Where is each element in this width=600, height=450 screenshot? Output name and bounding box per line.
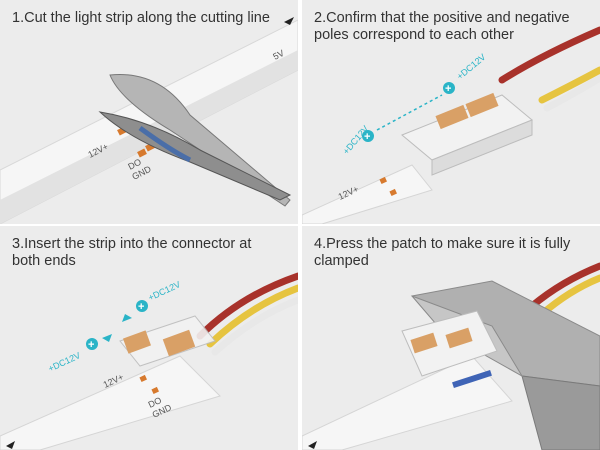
fv-label: 5V	[271, 48, 285, 62]
step-4-illustration	[302, 262, 600, 450]
direction-arrow-icon	[6, 441, 15, 449]
svg-text:+: +	[138, 301, 144, 313]
yellow-wire	[206, 284, 298, 348]
svg-text:+: +	[88, 339, 94, 351]
step-1-panel: 1.Cut the light strip along the cutting …	[0, 0, 298, 224]
step-1-illustration: 12V+ DO GND 5V	[0, 17, 298, 224]
plus-icon	[443, 82, 455, 94]
dc-label: +DC12V	[47, 350, 82, 374]
plus-icon	[136, 300, 148, 312]
step-3-panel: 3.Insert the strip into the connector at…	[0, 226, 298, 450]
panel-divider	[0, 224, 600, 226]
step-1-caption: 1.Cut the light strip along the cutting …	[12, 10, 270, 26]
svg-text:+: +	[364, 131, 370, 143]
led-strip	[302, 355, 513, 450]
plus-icon	[362, 130, 374, 142]
step-2-panel: 2.Confirm that the positive and negative…	[302, 0, 600, 224]
led-strip	[0, 355, 221, 450]
red-wire	[498, 26, 600, 84]
insert-arrow-icon	[122, 314, 132, 322]
dc-label: +DC12V	[147, 279, 182, 303]
dc-label: +DC12V	[455, 52, 488, 82]
direction-arrow-icon	[308, 441, 317, 449]
step-4-caption: 4.Press the patch to make sure it is ful…	[314, 236, 571, 269]
step-3-illustration: 12V+ DO GND + + +DC12V +DC12V	[0, 272, 298, 450]
copper-pad	[137, 148, 147, 158]
insert-arrow-icon	[102, 334, 112, 342]
step-3-caption: 3.Insert the strip into the connector at…	[12, 236, 252, 269]
direction-arrow-icon	[284, 17, 294, 25]
red-wire	[528, 262, 600, 310]
yellow-wire	[538, 66, 600, 104]
white-wire	[211, 296, 298, 356]
red-wire	[196, 272, 298, 340]
step-4-panel: 4.Press the patch to make sure it is ful…	[302, 226, 600, 450]
align-arrow	[376, 94, 443, 131]
step-2-illustration: 12V+ + + +DC12V +DC12V	[302, 26, 600, 224]
svg-text:+: +	[445, 83, 451, 95]
step-2-caption: 2.Confirm that the positive and negative…	[314, 10, 570, 43]
led-strip	[302, 164, 433, 224]
plus-icon	[86, 338, 98, 350]
white-wire	[543, 74, 600, 112]
